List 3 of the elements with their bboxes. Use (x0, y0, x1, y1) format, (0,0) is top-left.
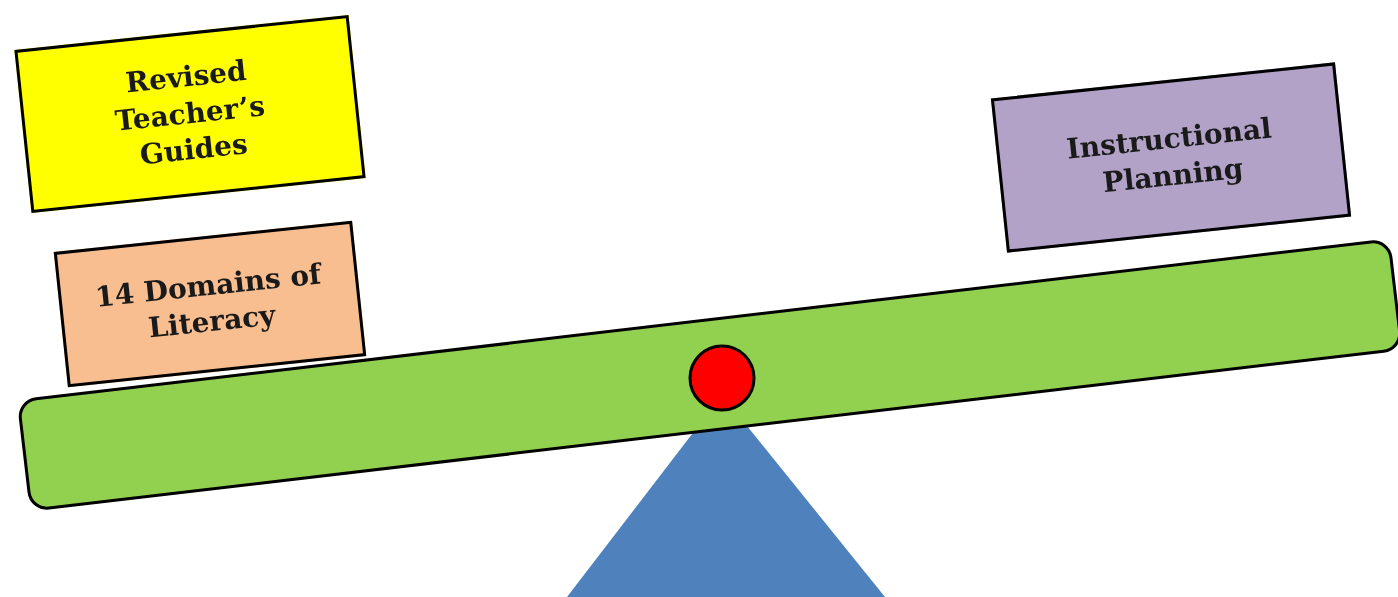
box-label: 14 Domains of Literacy (92, 255, 324, 347)
box-label: Revised Teacher’s Guides (112, 53, 268, 174)
box-label: Instructional Planning (1064, 110, 1275, 201)
